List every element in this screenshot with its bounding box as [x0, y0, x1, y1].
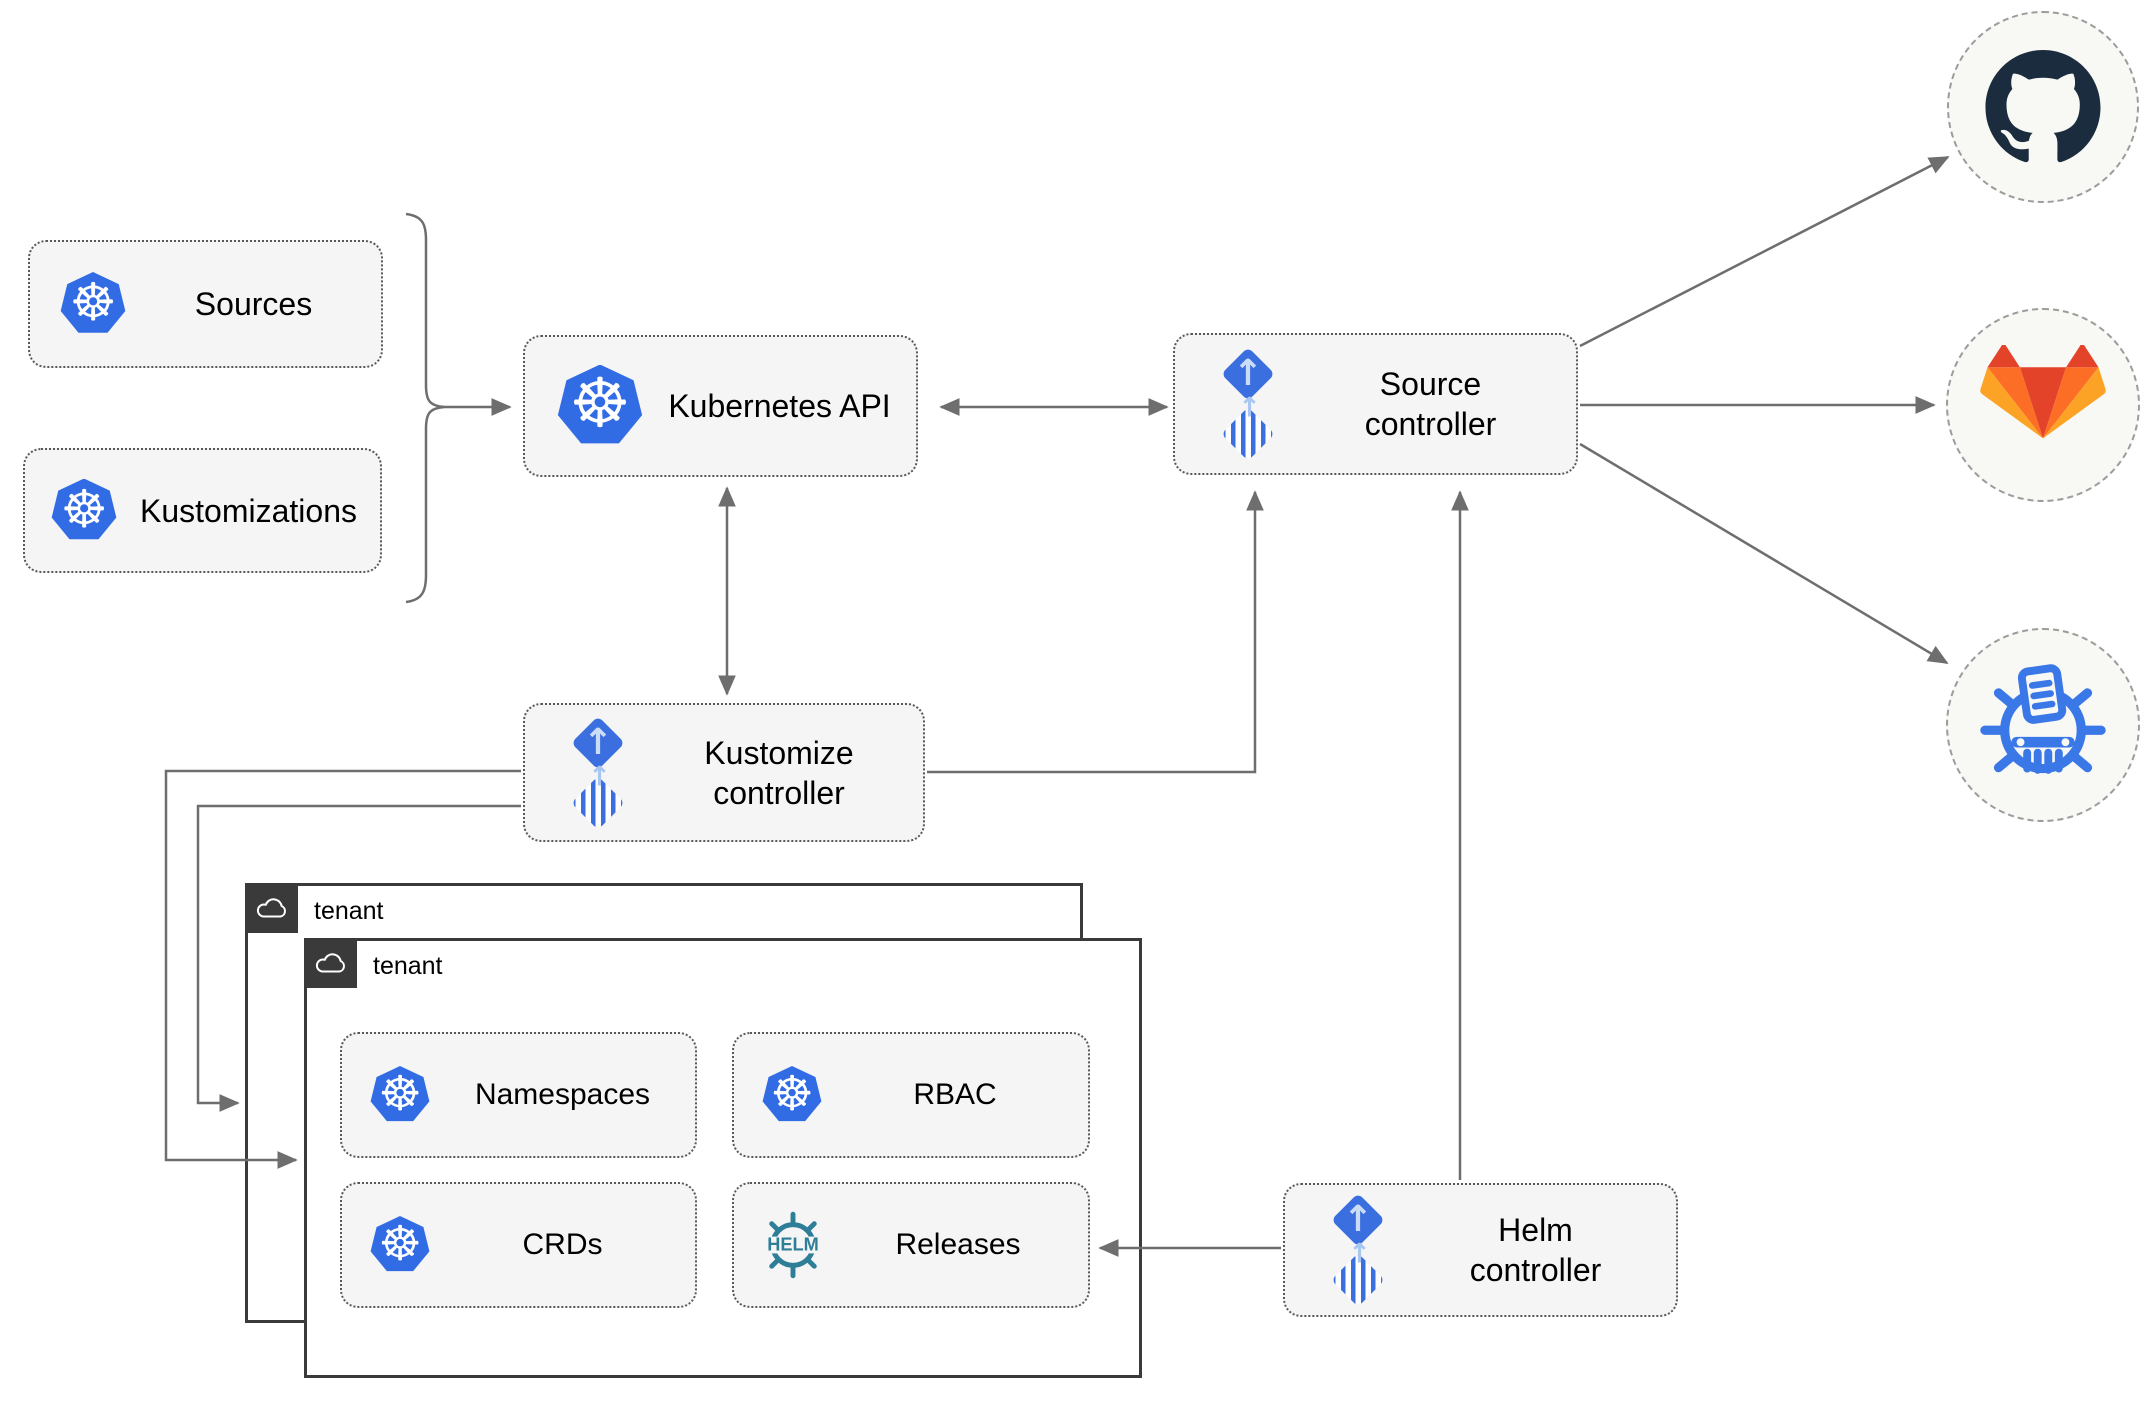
cloud-icon — [304, 938, 357, 988]
kubernetes-icon: ☸ — [370, 1066, 430, 1122]
source-controller-label: Source controller — [1364, 366, 1497, 442]
tenant-label: tenant — [314, 897, 384, 925]
tenant-label: tenant — [373, 952, 443, 980]
crds-node: ☸ CRDs — [340, 1182, 697, 1308]
bracket-sources-group — [405, 212, 446, 604]
arrow-kustomize-to-source — [927, 490, 1264, 774]
gitlab-icon — [1980, 345, 2106, 439]
namespaces-label: Namespaces — [474, 1078, 651, 1112]
kubernetes-icon: ☸ — [762, 1066, 822, 1122]
kubernetes-icon: ☸ — [370, 1216, 430, 1272]
tenant-container-inner: tenant — [304, 938, 1142, 1378]
helm-icon: HELM — [758, 1211, 828, 1279]
kubernetes-icon: ☸ — [51, 478, 117, 540]
gitlab-endpoint — [1946, 308, 2140, 502]
rbac-node: ☸ RBAC — [732, 1032, 1090, 1158]
releases-label: Releases — [895, 1228, 1021, 1262]
kustomizations-label: Kustomizations — [140, 492, 357, 529]
cloud-icon — [245, 883, 298, 933]
arrow-source-to-github — [1579, 155, 1950, 348]
flux-icon: ↑ ↑ — [1211, 346, 1285, 462]
sources-node: ☸ Sources — [28, 240, 383, 368]
sources-label: Sources — [194, 286, 313, 322]
flux-icon: ↑ ↑ — [561, 715, 635, 831]
kubernetes-icon: ☸ — [557, 364, 643, 444]
kubernetes-api-node: ☸ Kubernetes API — [523, 335, 918, 477]
helm-controller-label: Helm controller — [1469, 1212, 1602, 1288]
namespaces-node: ☸ Namespaces — [340, 1032, 697, 1158]
kubernetes-api-label: Kubernetes API — [668, 388, 891, 424]
helm-controller-node: ↑ ↑ Helm controller — [1283, 1183, 1678, 1317]
crds-label: CRDs — [522, 1228, 603, 1262]
github-icon — [1985, 49, 2101, 162]
source-controller-node: ↑ ↑ Source controller — [1173, 333, 1578, 475]
chartmuseum-icon — [1980, 664, 2106, 774]
arrow-source-to-chartmuseum — [1579, 442, 1949, 665]
flux-icon: ↑ ↑ — [1321, 1192, 1395, 1308]
kubernetes-icon: ☸ — [60, 272, 126, 333]
kustomize-controller-label: Kustomize controller — [704, 734, 854, 811]
kustomize-controller-node: ↑ ↑ Kustomize controller — [523, 703, 925, 842]
releases-node: HELM Releases — [732, 1182, 1090, 1308]
chartmuseum-endpoint — [1946, 628, 2140, 822]
svg-text:HELM: HELM — [767, 1235, 819, 1255]
rbac-label: RBAC — [913, 1078, 997, 1112]
kustomizations-node: ☸ Kustomizations — [23, 448, 382, 573]
github-endpoint — [1947, 11, 2139, 203]
